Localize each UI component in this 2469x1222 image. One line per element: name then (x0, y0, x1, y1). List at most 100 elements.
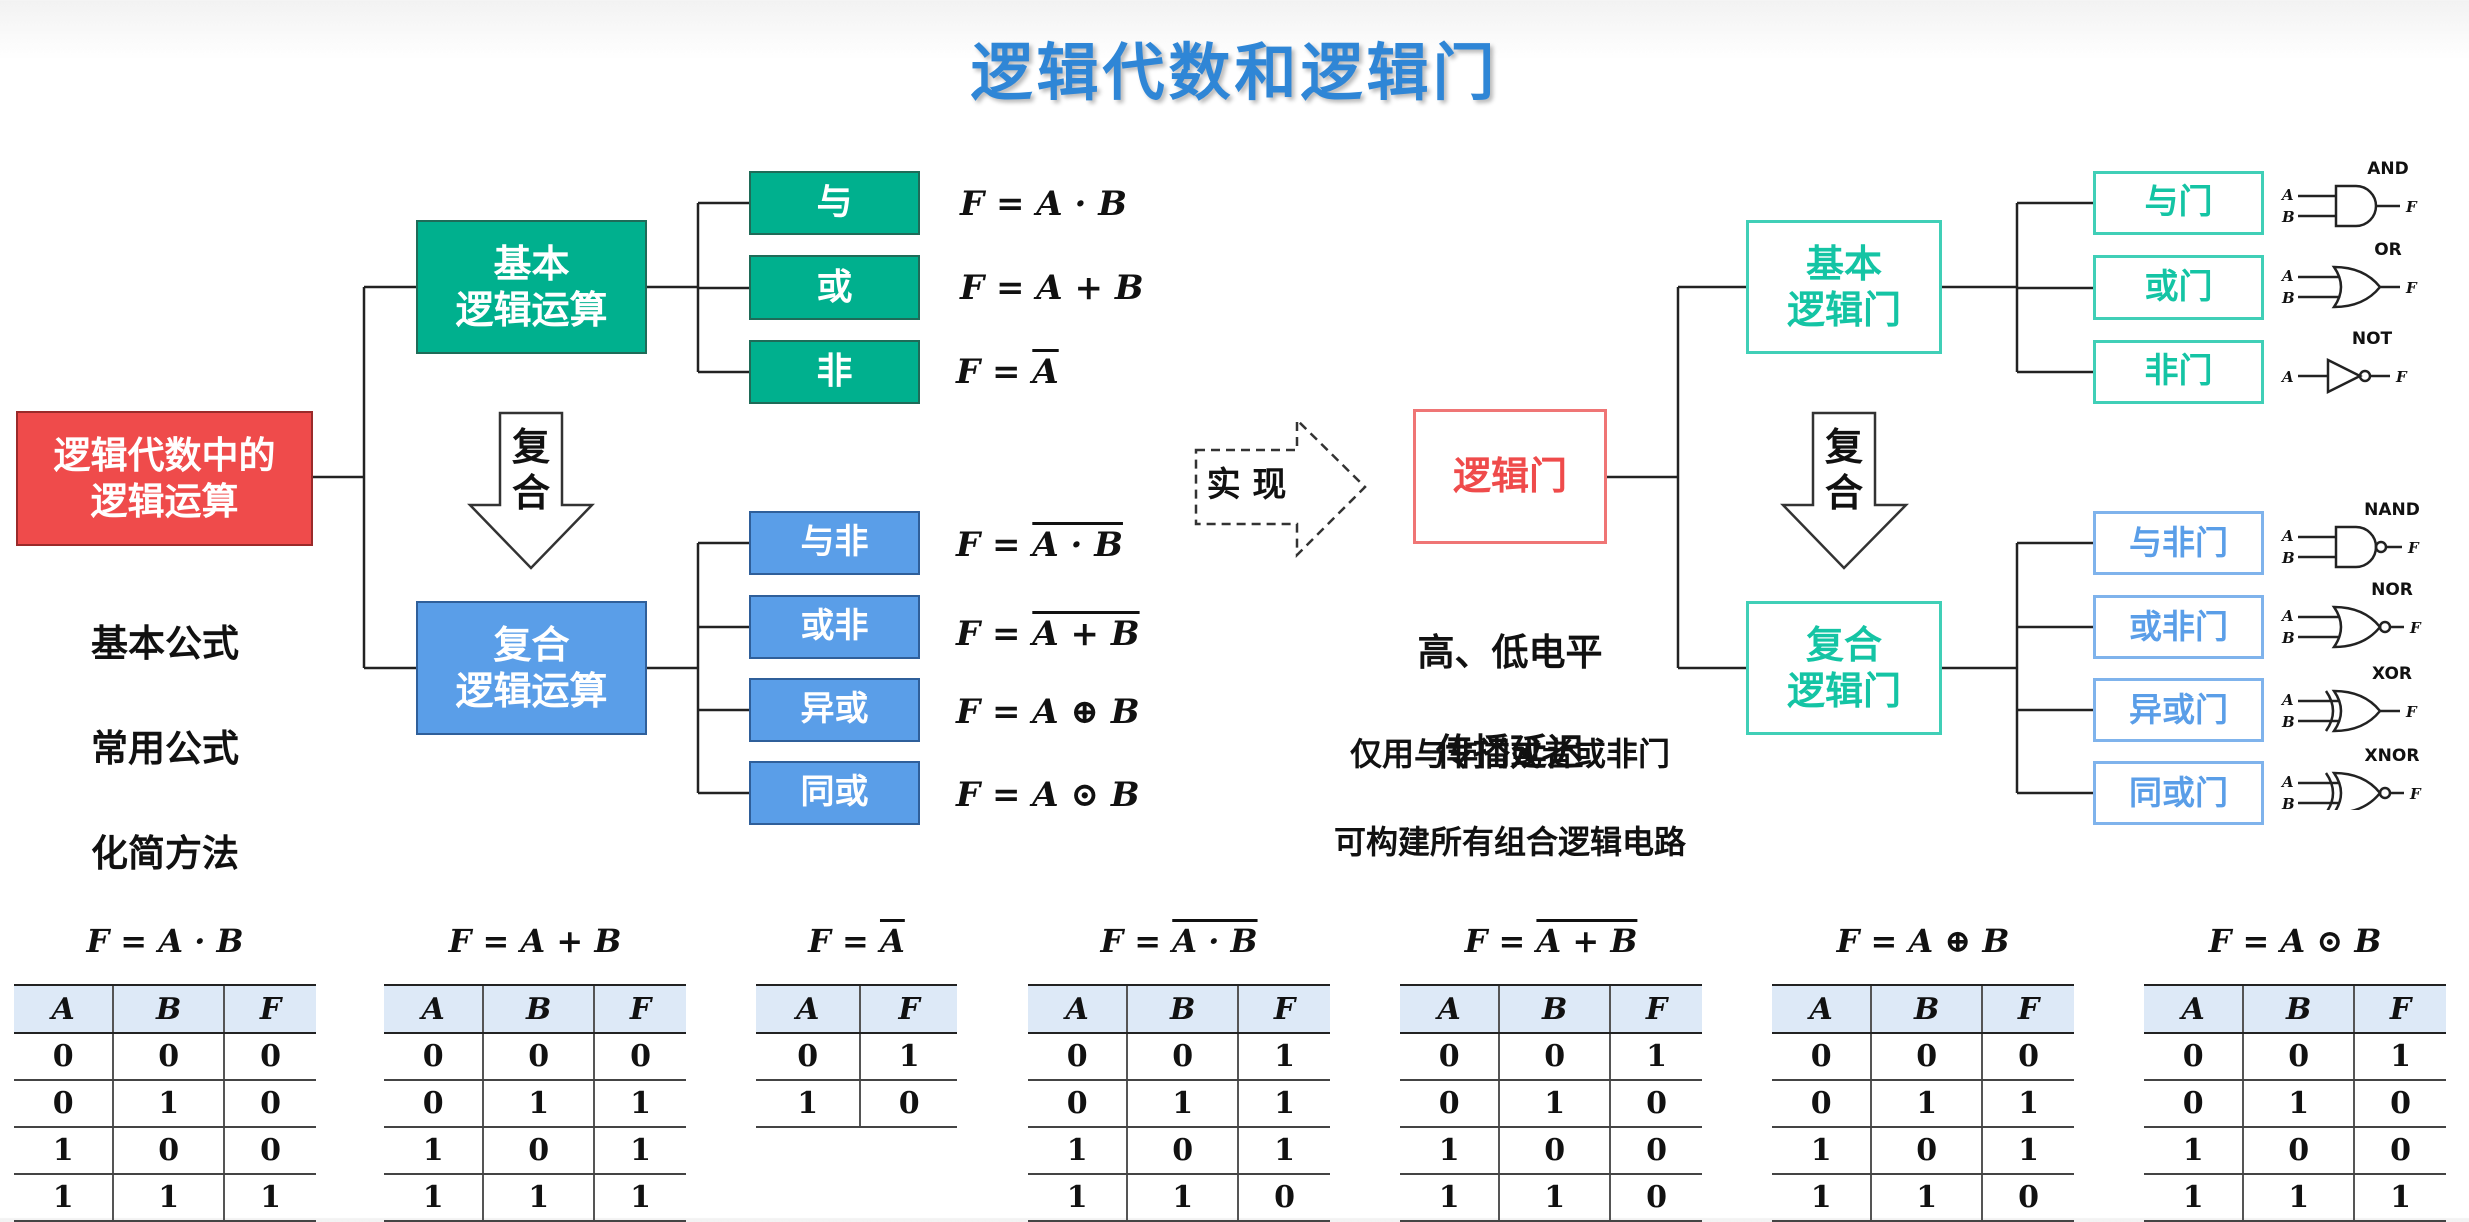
svg-text:XOR: XOR (2372, 664, 2412, 684)
svg-text:A: A (2280, 267, 2294, 285)
left-note: 常用公式 (91, 726, 239, 770)
svg-text:A: A (2280, 186, 2294, 204)
truth-table-formula: F = A (808, 922, 905, 960)
op-xnor-box: 同或 (749, 761, 920, 825)
not-gate-icon: NOT A F (2280, 329, 2408, 395)
nor-gate-icon: NOR A B F (2280, 580, 2422, 649)
page-title: 逻辑代数和逻辑门 (970, 36, 1499, 109)
svg-text:F: F (2405, 279, 2418, 297)
truth-table-formula: F = A · B (1100, 922, 1258, 960)
op-xor-box: 异或 (749, 678, 920, 742)
svg-text:F: F (2407, 539, 2420, 557)
gate-nor-box: 或非门 (2093, 595, 2264, 659)
gate-symbols: AND A B F OR A B F NOT A F (2280, 159, 2422, 810)
svg-text:A: A (2280, 527, 2294, 545)
op-and-box: 与 (749, 171, 920, 235)
right-note: 传播延迟 (1436, 730, 1584, 774)
svg-text:A: A (2280, 368, 2294, 386)
formula-xnor: F = A ⊙ B (956, 775, 1140, 815)
svg-text:XNOR: XNOR (2365, 746, 2420, 766)
formula-and: F = A · B (960, 184, 1127, 224)
implement-arrow-shape (1194, 417, 1367, 559)
compound-ops-box: 复合 逻辑运算 (416, 601, 647, 735)
svg-text:A: A (2280, 691, 2294, 709)
formula-nand: F = A · B (956, 525, 1123, 565)
truth-table-formula: F = A ⊕ B (1836, 922, 2010, 960)
svg-text:OR: OR (2374, 240, 2402, 260)
truth-table-formula: F = A · B (86, 922, 244, 960)
formula-nor: F = A + B (956, 614, 1140, 654)
compound-arrow-left-label: 复 合 (511, 425, 550, 515)
truth-table-formula: F = A ⊙ B (2208, 922, 2382, 960)
truth-table-formula: F = A + B (448, 922, 622, 960)
right-root-notes: 高、低电平 传播延迟 (1340, 578, 1680, 828)
and-gate-icon: AND A B F (2280, 159, 2418, 228)
svg-text:B: B (2281, 208, 2295, 226)
svg-text:AND: AND (2367, 159, 2409, 179)
basic-gates-box: 基本 逻辑门 (1746, 220, 1942, 354)
basic-ops-box: 基本 逻辑运算 (416, 220, 647, 354)
svg-text:F: F (2405, 198, 2418, 216)
right-note: 高、低电平 (1417, 630, 1603, 674)
svg-text:B: B (2281, 795, 2295, 810)
svg-text:NAND: NAND (2364, 500, 2420, 520)
implement-arrow-label: 实 现 (1206, 465, 1287, 505)
compound-arrow-right-shape (1780, 411, 1909, 570)
op-nor-box: 或非 (749, 595, 920, 659)
op-or-box: 或 (749, 255, 920, 320)
compound-gates-box: 复合 逻辑门 (1746, 601, 1942, 735)
svg-text:F: F (2409, 619, 2422, 637)
or-gate-icon: OR A B F (2280, 240, 2418, 309)
svg-text:B: B (2281, 713, 2295, 731)
svg-text:A: A (2280, 607, 2294, 625)
svg-text:F: F (2395, 368, 2408, 386)
gate-not-box: 非门 (2093, 340, 2264, 404)
right-root-box: 逻辑门 (1413, 409, 1607, 544)
gate-or-box: 或门 (2093, 255, 2264, 320)
formula-not: F = A (956, 352, 1059, 392)
gate-and-box: 与门 (2093, 171, 2264, 235)
gate-nand-box: 与非门 (2093, 511, 2264, 575)
svg-text:B: B (2281, 289, 2295, 307)
op-nand-box: 与非 (749, 511, 920, 575)
svg-text:NOR: NOR (2371, 580, 2413, 600)
right-root-note2: 仅用与非门或者或非门 可构建所有组合逻辑电路 (1300, 688, 1720, 909)
nand-gate-icon: NAND A B F (2280, 500, 2420, 569)
left-root-box: 逻辑代数中的 逻辑运算 (16, 411, 313, 546)
svg-text:B: B (2281, 629, 2295, 647)
gate-xor-box: 异或门 (2093, 678, 2264, 742)
svg-text:NOT: NOT (2352, 329, 2393, 349)
formula-or: F = A + B (960, 268, 1144, 308)
xor-gate-icon: XOR A B F (2280, 664, 2418, 733)
svg-text:F: F (2409, 785, 2422, 803)
